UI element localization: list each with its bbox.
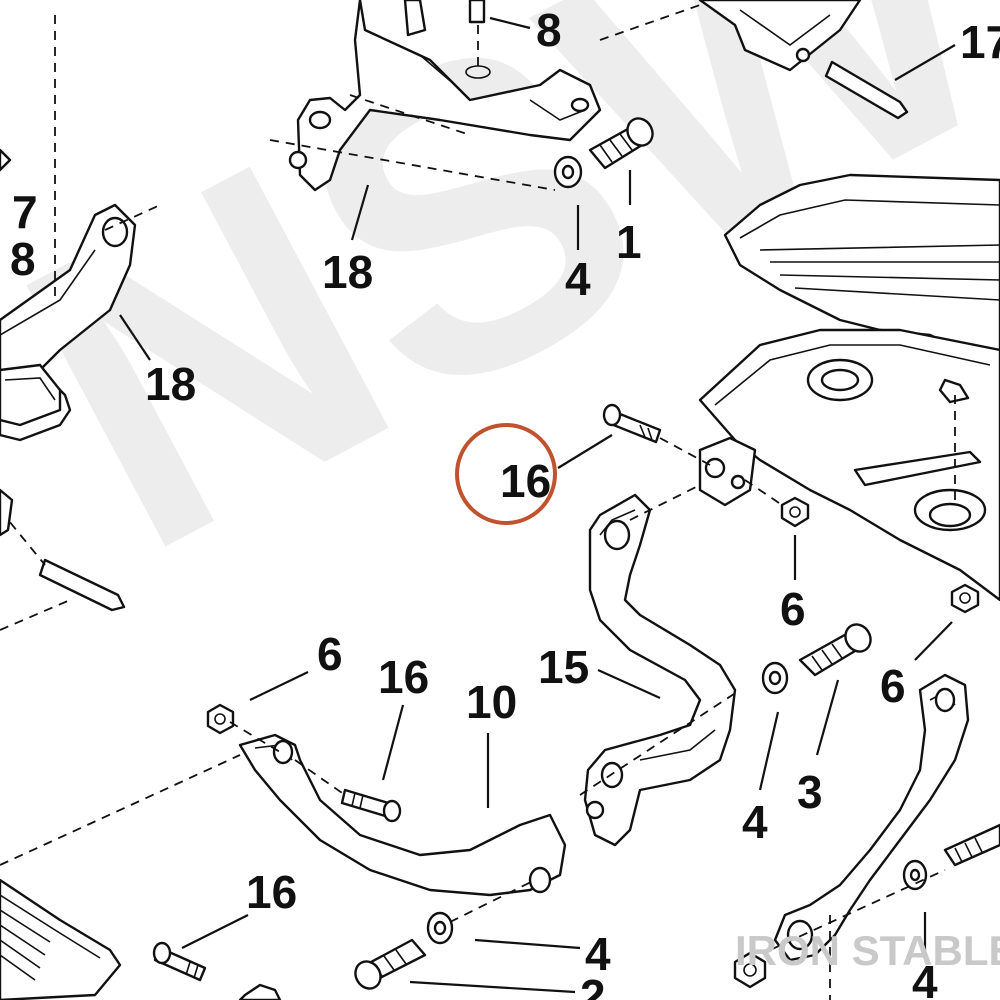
bolt-3: [798, 623, 872, 677]
callout-1: 1: [616, 216, 642, 268]
bracket-15: [583, 493, 737, 847]
washer-4-bottom: [426, 911, 454, 945]
callouts: 8 17 1 4 18 7 8 18 16 6 6 16 10 15 6 3 4…: [10, 4, 1000, 1000]
callout-17: 17: [960, 16, 1000, 68]
nut-right-lower: [733, 951, 767, 989]
bolt-right-lower: [943, 823, 1000, 867]
callout-6-right: 6: [880, 660, 906, 712]
footboard-mount: [698, 328, 1000, 602]
callout-10: 10: [466, 676, 517, 728]
washer-4-mid: [761, 661, 789, 695]
callout-8-left: 8: [10, 233, 36, 285]
callout-16-bottom: 16: [246, 866, 297, 918]
brand-watermark: IRON STABLE: [735, 927, 1000, 974]
callout-2: 2: [580, 970, 606, 1000]
callout-18-left: 18: [145, 358, 196, 410]
callout-8-top: 8: [536, 4, 562, 56]
nut-6-left: [206, 703, 235, 735]
callout-16-circled: 16: [500, 455, 551, 507]
callout-18-top: 18: [322, 246, 373, 298]
bracket-10: [238, 733, 567, 897]
callout-4-right: 4: [912, 956, 938, 1000]
bolt-2: [354, 938, 427, 990]
highlight-circle: [455, 423, 557, 525]
bracket-right-lower: [773, 673, 970, 962]
bolt-1: [588, 117, 654, 170]
bracket-left: [0, 203, 137, 442]
callout-4-bottom: 4: [585, 928, 611, 980]
callout-16-mid: 16: [378, 651, 429, 703]
footboard-top: [698, 0, 862, 72]
callout-7: 7: [12, 186, 38, 238]
footboard-bottom-left: [0, 878, 122, 1000]
pin-left: [38, 558, 126, 612]
bracket-top: [288, 0, 602, 192]
washer-right-lower: [902, 859, 928, 891]
bolt-16-mid: [340, 788, 402, 823]
nut-6-mid: [780, 496, 810, 528]
pin-17: [824, 60, 909, 120]
callout-4-top: 4: [565, 253, 591, 305]
callout-6-left: 6: [317, 628, 343, 680]
callout-4-mid: 4: [742, 796, 768, 848]
bolt-16-bottom: [152, 941, 207, 982]
leader-lines: [119, 16, 956, 994]
washer-4-top: [553, 155, 583, 189]
nut-6-right: [950, 583, 980, 614]
callout-6-mid: 6: [780, 583, 806, 635]
callout-3: 3: [797, 766, 823, 818]
callout-15: 15: [538, 641, 589, 693]
bolt-16-upper: [602, 403, 662, 444]
